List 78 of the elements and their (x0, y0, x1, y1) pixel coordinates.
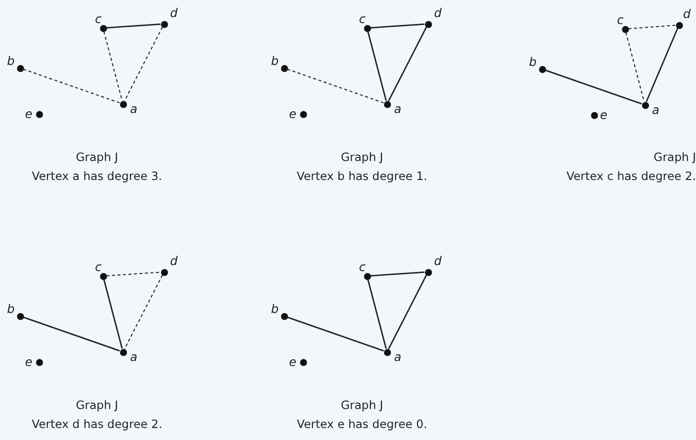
vertex-label: e (25, 355, 32, 369)
vertex-label: a (130, 102, 138, 116)
vertex-dot (100, 272, 106, 280)
graph-edge (628, 24, 676, 30)
graph-edge (124, 274, 163, 350)
graph-edge (106, 272, 161, 276)
graph-title: Graph J (340, 149, 384, 166)
vertex-dot (36, 110, 42, 118)
graph-title: Graph J (74, 397, 120, 414)
vertex-dot (280, 64, 288, 72)
vertex-label: e (289, 107, 296, 121)
graph-edge (286, 68, 384, 104)
vertex-dot (280, 312, 288, 320)
graph-title: Graph J (340, 397, 384, 414)
vertex-dot (16, 64, 24, 72)
vertex-label: b (529, 55, 537, 69)
graph-title: Graph J (652, 149, 696, 166)
vertex-label: a (130, 350, 138, 364)
graph-edge (370, 24, 425, 28)
graph-edge (367, 31, 387, 101)
graph-edge (545, 70, 642, 104)
vertex-dot (120, 100, 126, 108)
vertex-label: d (434, 6, 442, 20)
vertex-label: b (7, 302, 15, 316)
vertex-dot (100, 24, 106, 32)
vertex-dot (364, 24, 370, 32)
vertex-label: e (289, 355, 296, 369)
graph-edge (103, 279, 123, 349)
vertex-label: d (170, 254, 178, 268)
vertex-dot (36, 358, 42, 366)
degree-caption: Vertex b has degree 1. (296, 168, 428, 185)
vertex-dot (384, 348, 390, 356)
graph-edge (646, 28, 678, 102)
graph-edge (124, 26, 163, 102)
vertex-dot (538, 66, 546, 72)
vertex-dot (676, 22, 682, 28)
vertex-dot (364, 272, 370, 280)
vertex-dot (622, 26, 628, 32)
vertex-label: b (7, 54, 15, 68)
vertex-label: c (359, 12, 366, 26)
graph-edge (388, 26, 428, 102)
graph-edge (22, 68, 120, 104)
vertex-dot (642, 102, 648, 108)
vertex-dot (16, 312, 24, 320)
vertex-dot (160, 268, 168, 276)
vertex-dot (590, 112, 598, 118)
vertex-dot (384, 100, 390, 108)
graph-edge (287, 316, 384, 352)
vertex-label: d (170, 6, 178, 20)
degree-caption: Vertex d has degree 2. (30, 416, 164, 433)
vertex-dot (424, 268, 432, 276)
vertex-dot (300, 358, 306, 366)
graph-edge (388, 274, 428, 350)
vertex-label: a (652, 103, 660, 117)
degree-caption: Vertex a has degree 3. (30, 168, 164, 185)
degree-caption: Vertex c has degree 2. (565, 168, 696, 185)
vertex-dot (300, 110, 306, 118)
vertex-dot (424, 20, 432, 28)
vertex-label: d (683, 7, 691, 21)
vertex-label: b (271, 302, 279, 316)
graph-edge (23, 316, 120, 352)
vertex-label: e (25, 107, 32, 121)
vertex-label: b (271, 54, 279, 68)
vertex-label: c (95, 260, 102, 274)
vertex-label: e (600, 108, 608, 122)
graph-edge (367, 279, 387, 349)
graph-edge (106, 24, 161, 28)
vertex-label: d (434, 254, 442, 268)
vertex-label: a (394, 350, 402, 364)
vertex-dot (120, 348, 126, 356)
vertex-label: c (95, 12, 102, 26)
vertex-label: a (394, 102, 402, 116)
graph-edge (370, 272, 425, 276)
vertex-label: c (359, 260, 366, 274)
vertex-dot (160, 20, 168, 28)
graph-title: Graph J (74, 149, 120, 166)
vertex-label: c (617, 13, 624, 27)
degree-caption: Vertex e has degree 0. (296, 416, 428, 433)
